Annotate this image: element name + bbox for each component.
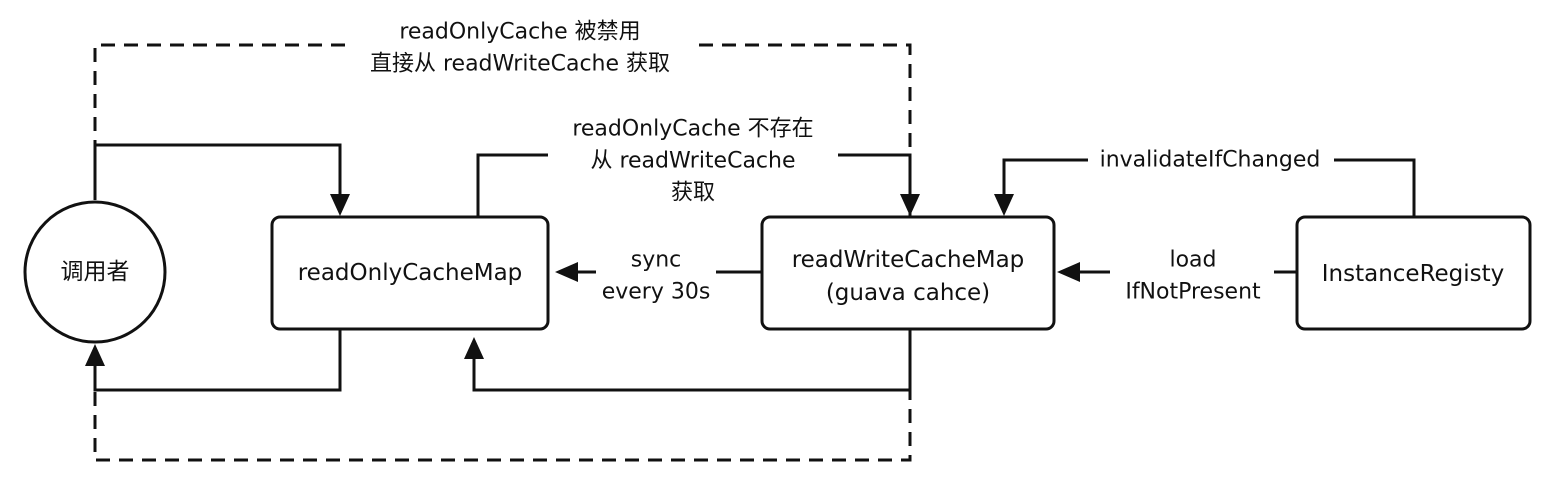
caller-node [23, 200, 167, 344]
invalidate-label: invalidateIfChanged [1100, 148, 1321, 173]
load-label-line2: IfNotPresent [1125, 280, 1261, 305]
caller-to-readonly-line [93, 143, 342, 200]
readonly-return-line [93, 329, 342, 392]
missing-label-line2: 从 readWriteCache [590, 149, 795, 174]
instance-registry-node [1295, 215, 1532, 331]
caller-label: 调用者 [61, 259, 130, 285]
sync-label-line2: every 30s [602, 280, 711, 305]
missing-label-line1: readOnlyCache 不存在 [572, 117, 813, 142]
arrow-into-readwrite-side [1057, 262, 1080, 282]
sync-label-line1: sync [631, 248, 682, 273]
arrow-into-readonly-side [555, 262, 578, 282]
read-only-cache-node [270, 215, 550, 331]
disabled-label-line2: 直接从 readWriteCache 获取 [370, 52, 670, 77]
arrow-into-readonly-bottom [464, 337, 484, 359]
arrow-into-readwrite-top [900, 194, 920, 216]
missing-label-line3: 获取 [671, 181, 715, 206]
arrow-into-readonly-top [330, 194, 350, 216]
read-only-cache-label: readOnlyCacheMap [298, 260, 523, 286]
readwrite-return-line [472, 329, 912, 392]
read-write-cache-sublabel: (guava cahce) [826, 280, 990, 306]
arrow-into-readwrite-invalidate [994, 194, 1014, 216]
instance-registry-label: InstanceRegisty [1322, 261, 1505, 287]
disabled-label-line1: readOnlyCache 被禁用 [399, 20, 640, 45]
load-label-line1: load [1169, 248, 1216, 273]
read-write-cache-node [760, 215, 1056, 331]
read-write-cache-label: readWriteCacheMap [792, 247, 1025, 273]
arrow-into-caller-bottom [85, 344, 105, 366]
